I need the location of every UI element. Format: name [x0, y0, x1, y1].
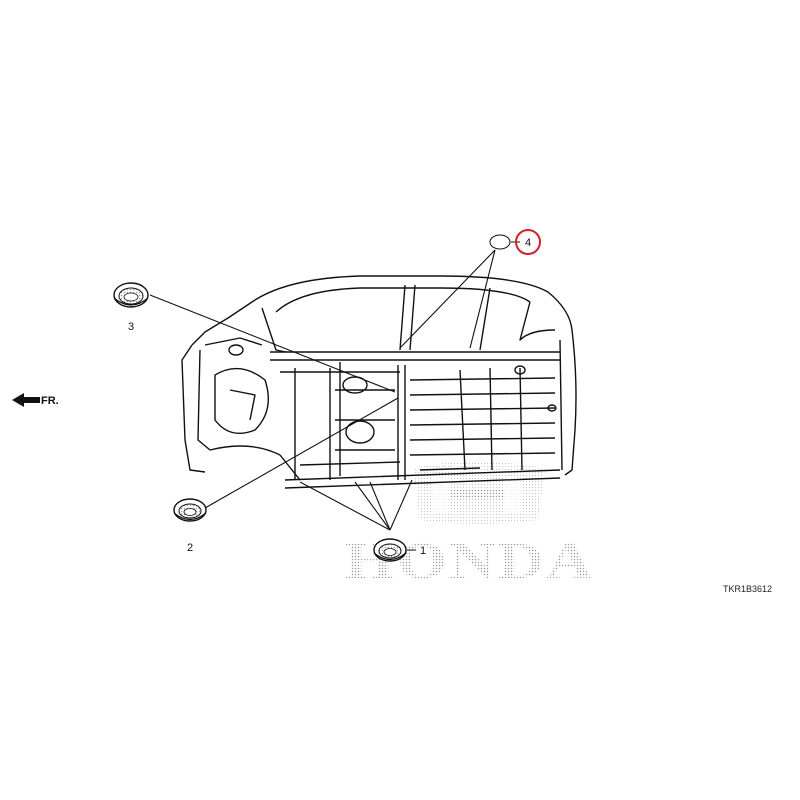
- drawing-code: TKR1B3612: [723, 584, 772, 594]
- body-side-frame: [181, 275, 577, 489]
- part-1-grommet[interactable]: 1: [373, 538, 426, 562]
- front-direction-indicator: FR.: [12, 393, 59, 407]
- callout-4-highlight: [515, 229, 541, 255]
- callout-4-number: 4: [525, 237, 531, 249]
- plug-4-shape: [489, 234, 511, 250]
- leader-lines: [149, 249, 496, 531]
- callout-2-number: 2: [187, 542, 193, 554]
- front-label: FR.: [41, 395, 59, 407]
- part-4-plug[interactable]: 4: [489, 229, 541, 255]
- part-2-grommet[interactable]: 2: [173, 498, 207, 554]
- callout-3-number: 3: [128, 321, 134, 333]
- arrow-left-icon: [12, 393, 40, 407]
- part-3-grommet[interactable]: 3: [113, 282, 149, 333]
- callout-1-number: 1: [420, 545, 426, 557]
